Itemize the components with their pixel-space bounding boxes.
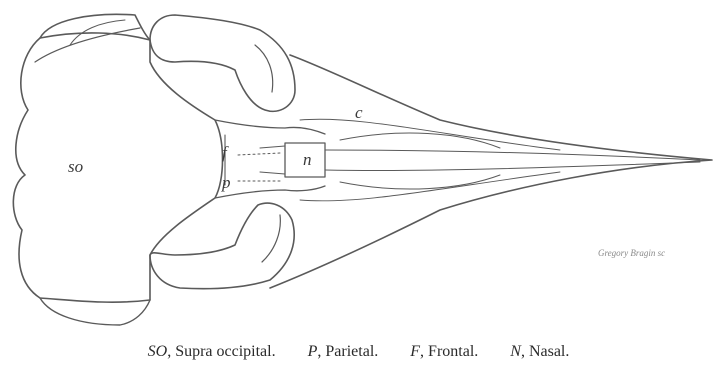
caption-item-p: P, Parietal. [308, 343, 379, 361]
engraver-signature: Gregory Bragin sc [598, 248, 665, 258]
suture-lower [215, 186, 325, 198]
supra-occipital-outline [13, 33, 222, 302]
caption-name: Parietal. [325, 343, 378, 360]
upper-wing-outline [150, 15, 295, 111]
label-c: c [355, 103, 363, 122]
lower-wing-outline [150, 203, 294, 289]
label-frontal: f [222, 143, 229, 162]
caption-item-f: F, Frontal. [410, 343, 478, 361]
label-nasal: n [303, 150, 312, 169]
caption-abbr: P [308, 343, 318, 360]
caption-name: Nasal. [529, 343, 569, 360]
figure-caption: SO, Supra occipital. P, Parietal. F, Fro… [0, 343, 717, 361]
caption-name: Frontal. [428, 343, 478, 360]
caption-name: Supra occipital. [175, 343, 275, 360]
caption-item-n: N, Nasal. [510, 343, 569, 361]
caption-abbr: F [410, 343, 420, 360]
suture-upper [215, 120, 325, 134]
label-supra-occipital: so [68, 157, 83, 176]
caption-abbr: SO [148, 343, 168, 360]
caption-abbr: N [510, 343, 521, 360]
caption-item-so: SO, Supra occipital. [148, 343, 276, 361]
label-parietal: p [221, 173, 231, 192]
